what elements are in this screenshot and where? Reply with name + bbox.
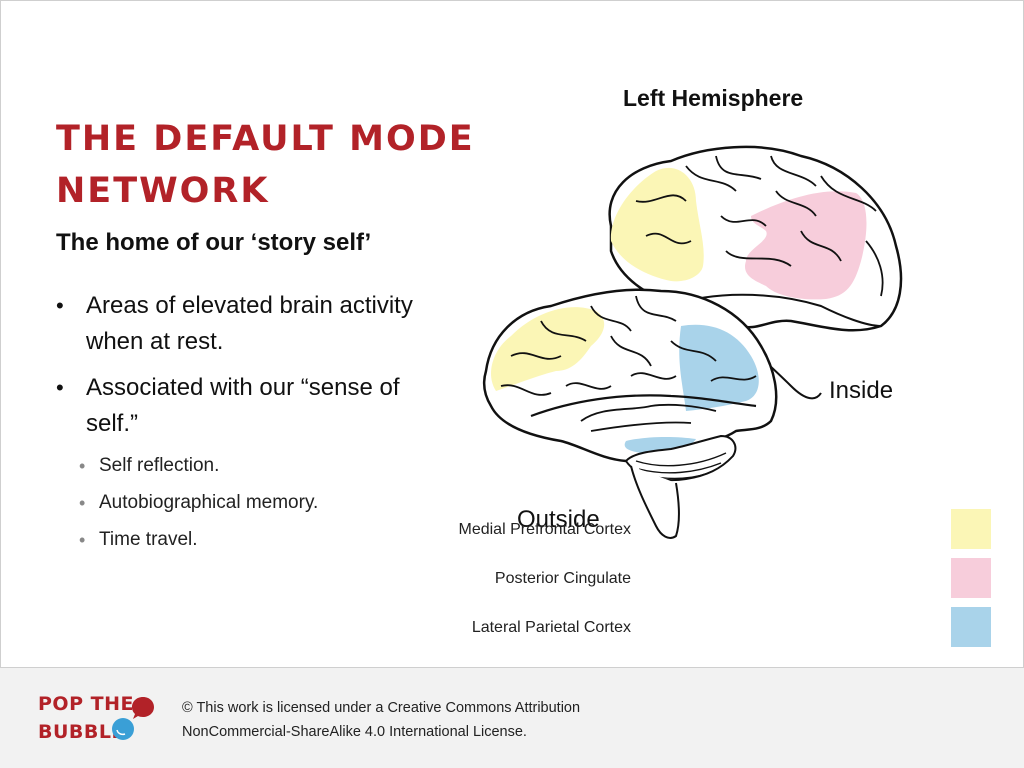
slide-title: THE DEFAULT MODE NETWORK — [56, 119, 475, 211]
posterior-cingulate-region — [745, 191, 867, 300]
outer-prefrontal-region — [491, 307, 605, 391]
legend-label: Posterior Cingulate — [494, 570, 631, 587]
license-line: NonCommercial-ShareAlike 4.0 Internation… — [182, 724, 527, 740]
outer-gyri-lines — [500, 295, 757, 432]
legend-label: Medial Prefrontal Cortex — [458, 521, 631, 538]
diagram-heading: Left Hemisphere — [623, 85, 804, 111]
legend-swatch-yellow — [951, 509, 991, 549]
legend-swatch-blue — [951, 607, 991, 647]
slide-subtitle: The home of our ‘story self’ — [56, 229, 372, 256]
legend-swatch-pink — [951, 558, 991, 598]
subbullet-item: Autobiographical memory. — [79, 490, 318, 516]
logo: POP THE BUBBLE — [38, 690, 134, 746]
slide: THE DEFAULT MODE NETWORK The home of our… — [0, 0, 1024, 668]
brain-diagram — [482, 145, 903, 539]
brain-inside-view — [608, 145, 903, 400]
gyri-lines — [635, 155, 884, 297]
footer — [0, 668, 1024, 768]
logo-line: POP THE — [38, 693, 134, 715]
subbullet-list: Self reflection. Autobiographical memory… — [79, 453, 318, 564]
subbullet-item: Time travel. — [79, 527, 318, 553]
bullet-list: Areas of elevated brain activity when at… — [56, 288, 456, 452]
brainstem-outside — [630, 465, 680, 539]
temporal-blue-region — [624, 436, 696, 453]
sylvian-fissure — [530, 394, 757, 418]
bullet-item: Associated with our “sense of self.” — [56, 370, 456, 442]
brain-outside-view — [482, 288, 778, 539]
license-text: © This work is licensed under a Creative… — [182, 696, 580, 744]
logo-line: BUBBLE — [38, 721, 125, 743]
label-inside: Inside — [829, 377, 894, 404]
legend-label: Lateral Parietal Cortex — [471, 619, 631, 636]
bullet-item: Areas of elevated brain activity when at… — [56, 288, 456, 360]
speech-bubble-red-icon — [132, 697, 154, 719]
corpus-callosum — [670, 293, 882, 327]
subbullet-item: Self reflection. — [79, 453, 318, 479]
label-outside: Outside — [517, 506, 600, 533]
speech-bubble-blue-icon — [112, 718, 134, 740]
lateral-parietal-region — [679, 324, 759, 411]
license-line: © This work is licensed under a Creative… — [182, 700, 581, 716]
cerebellum — [624, 434, 737, 482]
